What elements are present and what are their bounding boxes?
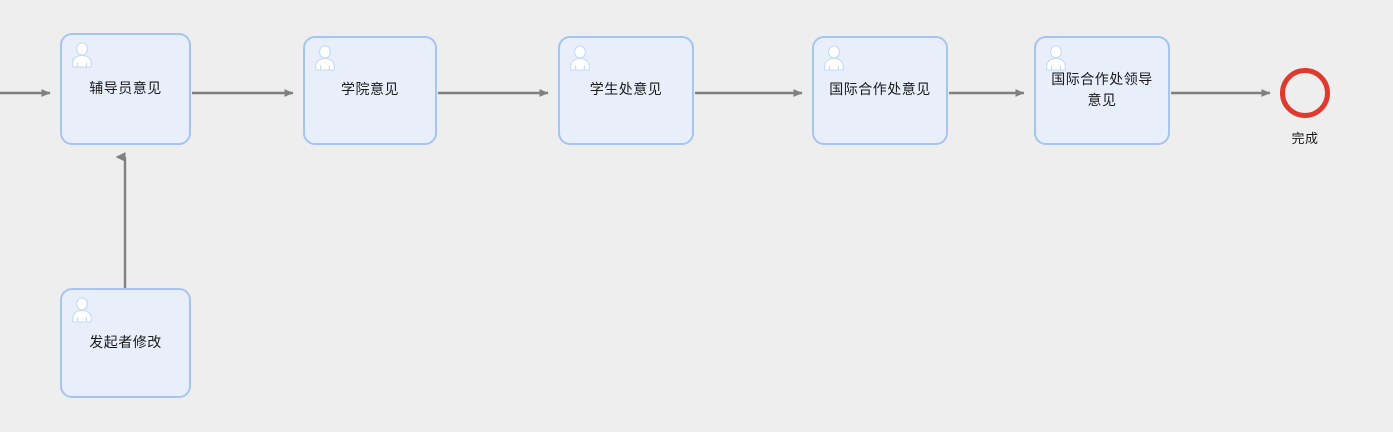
node-label: 学院意见 (341, 82, 399, 98)
user-icon (72, 42, 92, 68)
workflow-node-n1[interactable]: 辅导员意见 (60, 33, 191, 145)
workflow-node-n3[interactable]: 学生处意见 (558, 36, 694, 145)
workflow-node-n2[interactable]: 学院意见 (303, 36, 437, 145)
user-icon (824, 45, 844, 71)
node-label: 学生处意见 (589, 82, 663, 98)
user-icon (72, 297, 92, 323)
workflow-node-n6[interactable]: 发起者修改 (60, 288, 191, 398)
user-icon (1046, 45, 1066, 71)
user-icon (570, 45, 590, 71)
end-node-label: 完成 (1291, 132, 1319, 147)
node-label: 国际合作处意见 (829, 82, 931, 98)
node-label: 发起者修改 (89, 334, 162, 351)
node-label: 国际合作处领导 意见 (1051, 71, 1153, 109)
workflow-node-n4[interactable]: 国际合作处意见 (812, 36, 948, 145)
end-node[interactable] (1280, 68, 1330, 118)
user-icon (315, 45, 335, 71)
node-label: 辅导员意见 (89, 80, 162, 97)
workflow-node-n5[interactable]: 国际合作处领导 意见 (1034, 36, 1170, 145)
